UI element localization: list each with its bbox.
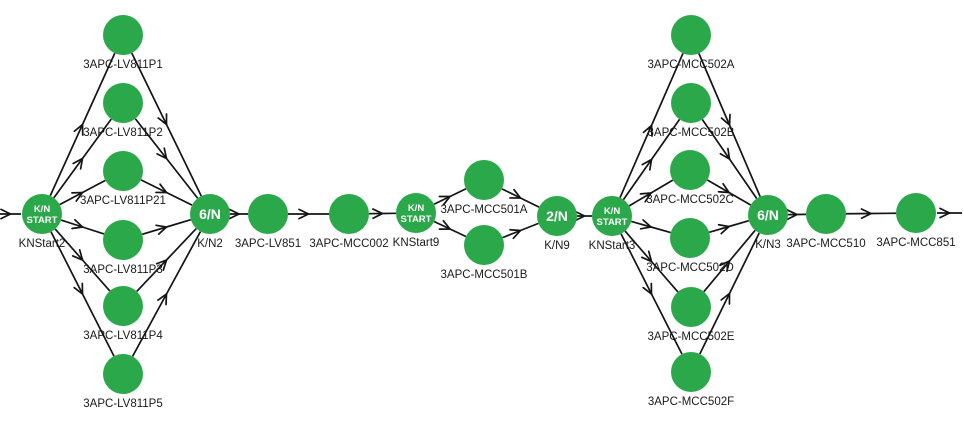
edge-knstart3-mcc502c — [628, 179, 674, 207]
edge-knstart3-mcc502e — [624, 230, 679, 293]
node-label-mcc002: 3APC-MCC002 — [309, 238, 388, 250]
node-label-mcc502e: 3APC-MCC502E — [648, 331, 735, 343]
edge-mcc502b-kn3 — [701, 118, 758, 200]
node-inner-text-knstart3-0: K/N — [604, 206, 621, 217]
node-lv851[interactable] — [248, 194, 288, 234]
edge-knstart2-lv811p1 — [49, 52, 116, 197]
node-mcc502c[interactable] — [670, 150, 710, 190]
node-mcc502e[interactable] — [671, 287, 711, 327]
node-lv811p4[interactable] — [103, 286, 143, 326]
node-kn3[interactable] — [748, 195, 788, 235]
edge-lv811p2-kn2 — [134, 118, 199, 199]
node-label-mcc501a: 3APC-MCC501A — [441, 204, 528, 216]
edge-mcc502d-kn3 — [708, 219, 750, 235]
node-label-kn2: K/N2 — [197, 238, 223, 250]
edge-knstart3-mcc502a — [619, 52, 684, 199]
node-lv811p5[interactable] — [103, 354, 143, 394]
edge-mcc502a-kn3 — [698, 53, 761, 197]
edge-lv811p1-kn2 — [130, 52, 203, 197]
edge-lv811p4-kn2 — [136, 227, 197, 293]
edge-knstart2-lv811p3 — [60, 218, 105, 235]
node-label-lv811p3: 3APC-LV811P3 — [83, 264, 162, 276]
node-inner-text-knstart2-1: START — [27, 215, 58, 226]
node-lv811p3[interactable] — [103, 220, 143, 260]
node-label-lv811p4: 3APC-LV811P4 — [83, 330, 163, 342]
edge-mcc501a-kn9 — [501, 188, 540, 208]
node-label-mcc502b: 3APC-MCC502B — [648, 127, 735, 139]
edge-lv811p21-kn2 — [140, 179, 193, 206]
edge-mcc510-mcc851 — [845, 208, 897, 220]
node-label-knstart2: KNStart2 — [19, 238, 66, 250]
node-lv811p1[interactable] — [103, 15, 143, 55]
edge-knstart9-mcc501a — [433, 187, 467, 206]
node-mcc502d[interactable] — [670, 218, 710, 258]
node-label-mcc501b: 3APC-MCC501B — [441, 269, 528, 281]
node-label-kn9: K/N9 — [544, 240, 570, 252]
node-inner-text-knstart2-0: K/N — [34, 204, 51, 215]
node-label-mcc502f: 3APC-MCC502F — [648, 396, 734, 408]
node-label-knstart3: KNStart3 — [589, 240, 636, 252]
node-mcc501b[interactable] — [464, 225, 504, 265]
node-knstart3[interactable] — [592, 196, 632, 236]
node-mcc501a[interactable] — [464, 160, 504, 200]
node-label-lv811p1: 3APC-LV811P1 — [83, 59, 162, 71]
edge-mcc502c-kn3 — [706, 179, 752, 206]
node-label-mcc502d: 3APC-MCC502D — [646, 262, 734, 274]
node-knstart2[interactable] — [22, 194, 62, 234]
node-kn2[interactable] — [190, 194, 230, 234]
node-label-lv851: 3APC-LV851 — [235, 238, 301, 250]
edge-mcc501b-kn9 — [502, 222, 539, 240]
node-mcc502a[interactable] — [671, 15, 711, 55]
edge-lv811p5-kn2 — [131, 231, 202, 357]
node-inner-text-kn3: 6/N — [757, 207, 779, 223]
node-lv811p2[interactable] — [103, 83, 143, 123]
node-inner-text-knstart9-0: K/N — [408, 203, 425, 214]
edge-mcc502f-kn3 — [699, 232, 760, 355]
node-inner-text-knstart3-1: START — [597, 217, 628, 228]
edge-knstart3-mcc502f — [620, 233, 683, 355]
node-inner-text-knstart9-1: START — [401, 214, 432, 225]
node-kn9[interactable] — [537, 196, 577, 236]
edge-lv811p3-kn2 — [141, 218, 192, 236]
edge-knstart9-mcc501b — [433, 219, 467, 238]
node-mcc851[interactable] — [896, 193, 936, 233]
edge-knstart2-lv811p2 — [53, 118, 112, 199]
node-mcc510[interactable] — [806, 194, 846, 234]
node-lv811p21[interactable] — [103, 151, 143, 191]
node-label-lv811p21: 3APC-LV811P21 — [80, 195, 166, 207]
node-mcc502f[interactable] — [671, 352, 711, 392]
node-mcc502b[interactable] — [671, 83, 711, 123]
node-label-knstart9: KNStart9 — [393, 237, 440, 249]
edge-knstart2-lv811p21 — [59, 179, 106, 206]
edge-mcc502e-kn3 — [703, 229, 756, 293]
node-inner-text-kn9: 2/N — [546, 208, 568, 224]
node-label-kn3: K/N3 — [755, 239, 781, 251]
node-label-mcc510: 3APC-MCC510 — [786, 238, 865, 250]
node-knstart9[interactable] — [396, 193, 436, 233]
node-label-mcc851: 3APC-MCC851 — [876, 237, 955, 249]
node-mcc002[interactable] — [329, 194, 369, 234]
edge-knstart2-lv811p4 — [54, 228, 111, 292]
node-label-mcc502a: 3APC-MCC502A — [648, 59, 735, 71]
edge-knstart3-mcc502d — [631, 219, 671, 234]
edge-knstart2-lv811p5 — [50, 231, 115, 357]
edge-knstart3-mcc502b — [622, 118, 681, 201]
node-label-lv811p5: 3APC-LV811P5 — [83, 398, 162, 410]
node-label-mcc502c: 3APC-MCC502C — [646, 194, 734, 206]
node-inner-text-kn2: 6/N — [199, 206, 221, 222]
